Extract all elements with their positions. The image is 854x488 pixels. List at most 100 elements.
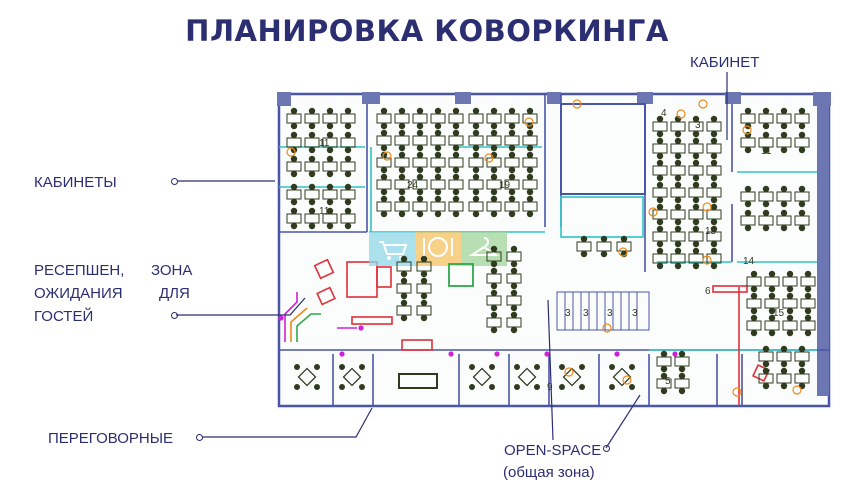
desk-unit — [576, 235, 592, 258]
label-meeting-rooms-dot — [196, 434, 203, 441]
desk-unit — [322, 155, 338, 178]
desk-unit — [740, 185, 756, 208]
desk-unit — [776, 185, 792, 208]
stairs — [556, 291, 650, 331]
label-cabinets: КАБИНЕТЫ — [34, 174, 117, 191]
desk-unit — [656, 350, 672, 373]
desk-unit — [794, 345, 810, 368]
orange-markers — [286, 99, 802, 397]
desk-unit — [670, 137, 686, 160]
desk-unit — [340, 131, 356, 154]
desk-unit — [304, 207, 320, 230]
desk-unit — [286, 155, 302, 178]
orange-marker — [702, 255, 712, 265]
desk-unit — [746, 314, 762, 337]
room-9: 9 — [547, 382, 553, 393]
room-11a: 11 — [319, 138, 330, 149]
glass-partitions — [279, 146, 817, 351]
desk-unit — [412, 173, 428, 196]
desk-unit — [800, 270, 816, 293]
desk-unit — [670, 225, 686, 248]
desk-unit — [776, 367, 792, 390]
desk-unit — [794, 107, 810, 130]
desk-unit — [304, 107, 320, 130]
desk-unit — [340, 183, 356, 206]
magenta-marker — [278, 315, 284, 321]
desk-unit — [794, 209, 810, 232]
magenta-marker — [358, 325, 364, 331]
desk-unit — [706, 159, 722, 182]
desk-unit — [430, 107, 446, 130]
label-reception-3: ГОСТЕЙ — [34, 308, 94, 325]
desk-unit — [448, 173, 464, 196]
desk-unit — [656, 372, 672, 395]
desk-unit — [486, 267, 502, 290]
orange-marker — [524, 117, 534, 127]
desk-unit — [740, 131, 756, 154]
desk-unit — [394, 107, 410, 130]
desk-unit — [412, 195, 428, 218]
desk-unit — [746, 270, 762, 293]
magenta-marker — [672, 351, 678, 357]
desk-unit — [776, 107, 792, 130]
desk-unit — [340, 207, 356, 230]
desk-unit — [468, 107, 484, 130]
desk-unit — [486, 311, 502, 334]
desk-unit — [394, 195, 410, 218]
desk-unit — [468, 173, 484, 196]
desk-unit — [522, 151, 538, 174]
label-reception-dot — [171, 312, 178, 319]
desk-unit — [286, 107, 302, 130]
desk-unit — [430, 173, 446, 196]
desk-unit — [430, 129, 446, 152]
desk-unit — [794, 131, 810, 154]
desk-unit — [782, 292, 798, 315]
desk-unit — [504, 173, 520, 196]
orange-marker — [572, 99, 582, 109]
desk-unit — [706, 225, 722, 248]
magenta-marker — [494, 351, 500, 357]
desk-unit — [506, 311, 522, 334]
desk-unit — [322, 107, 338, 130]
desk-unit — [522, 129, 538, 152]
desk-unit — [688, 159, 704, 182]
desk-unit — [674, 372, 690, 395]
orange-marker — [702, 202, 712, 212]
outer-walls — [277, 92, 831, 408]
desk-unit — [794, 185, 810, 208]
desk-unit — [412, 151, 428, 174]
desk-unit — [286, 207, 302, 230]
desk-unit — [412, 107, 428, 130]
lounge-table — [448, 263, 474, 287]
magenta-marker — [448, 351, 454, 357]
desk-unit — [412, 129, 428, 152]
desk-unit — [416, 299, 432, 322]
label-reception-2b: ДЛЯ — [159, 285, 190, 302]
label-reception-2a: ОЖИДАНИЯ — [34, 285, 123, 302]
meeting-set — [294, 364, 320, 390]
desk-unit — [670, 203, 686, 226]
desk-unit — [746, 292, 762, 315]
desk-unit — [652, 247, 668, 270]
room-11c: 11 — [761, 146, 772, 157]
room-3: 3 — [695, 120, 701, 131]
label-cabinet: КАБИНЕТ — [690, 54, 760, 71]
desk-unit — [758, 209, 774, 232]
desk-unit — [800, 314, 816, 337]
meeting-set — [559, 364, 585, 390]
orange-marker — [676, 109, 686, 119]
desk-unit — [688, 203, 704, 226]
magenta-marker — [614, 351, 620, 357]
desk-unit — [468, 195, 484, 218]
label-meeting-rooms: ПЕРЕГОВОРНЫЕ — [48, 430, 174, 447]
desk-unit — [304, 183, 320, 206]
page-title: ПЛАНИРОВКА КОВОРКИНГА — [185, 14, 669, 48]
desk-unit — [706, 137, 722, 160]
desk-unit — [340, 155, 356, 178]
desk-unit — [652, 225, 668, 248]
meeting-set — [469, 364, 495, 390]
desk-unit — [758, 185, 774, 208]
desk-unit — [430, 151, 446, 174]
stair-3c: 3 — [607, 308, 613, 319]
desk-unit — [322, 207, 338, 230]
